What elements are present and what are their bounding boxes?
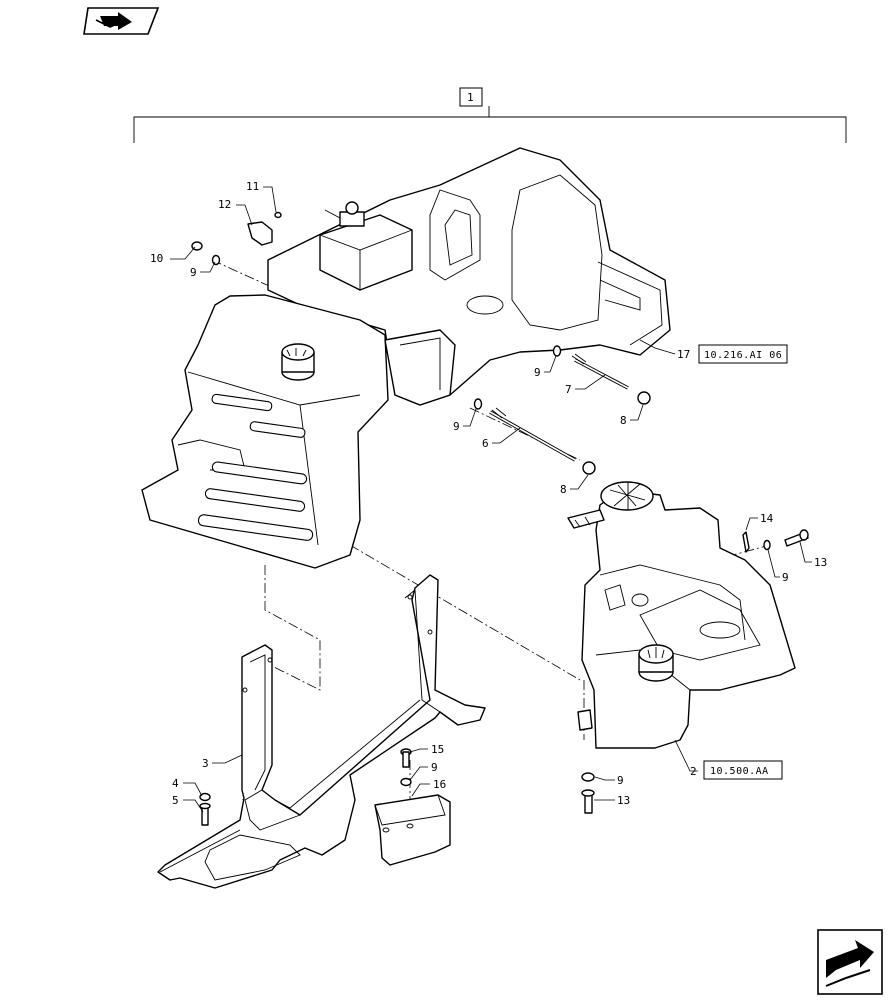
- next-page-arrow-icon[interactable]: [817, 929, 883, 995]
- assembly-number: 1: [467, 91, 474, 104]
- callout-9: 9: [782, 571, 789, 584]
- callout-8: 8: [620, 414, 627, 427]
- callout-14: 14: [760, 512, 774, 525]
- callout-16: 16: [433, 778, 446, 791]
- callout-17: 17: [677, 348, 690, 361]
- callout-6: 6: [482, 437, 489, 450]
- callout-5: 5: [172, 794, 179, 807]
- reference-link-2[interactable]: 10.500.AA: [703, 760, 783, 780]
- callout-8: 8: [560, 483, 567, 496]
- callout-9: 9: [190, 266, 197, 279]
- callout-10: 10: [150, 252, 163, 265]
- secondary-tank: [567, 481, 796, 749]
- top-hardware: [191, 211, 282, 266]
- assembly-bracket: 1: [133, 87, 847, 143]
- callout-2: 2: [690, 765, 697, 778]
- support-frame: [157, 574, 486, 889]
- reference-17-text: 10.216.AI 06: [704, 350, 782, 361]
- callout-labels: 10 11 12 9 17 9 7 8 9 6 8 14 9 13 3 4 5 …: [150, 180, 827, 807]
- leader-lines: [170, 186, 812, 813]
- callout-11: 11: [246, 180, 259, 193]
- callout-9: 9: [534, 366, 541, 379]
- callout-9: 9: [453, 420, 460, 433]
- main-tank: [141, 147, 671, 569]
- right-hardware: [581, 529, 809, 814]
- callout-13: 13: [617, 794, 630, 807]
- callout-9: 9: [431, 761, 438, 774]
- reference-2-text: 10.500.AA: [710, 766, 769, 777]
- callout-4: 4: [172, 777, 179, 790]
- tie-rods: [473, 345, 651, 475]
- callout-12: 12: [218, 198, 231, 211]
- frame-hardware: [199, 748, 412, 826]
- book-arrow-icon[interactable]: [83, 7, 160, 35]
- callout-9: 9: [617, 774, 624, 787]
- callout-15: 15: [431, 743, 444, 756]
- callout-3: 3: [202, 757, 209, 770]
- callout-13: 13: [814, 556, 827, 569]
- callout-7: 7: [565, 383, 572, 396]
- reference-link-17[interactable]: 10.216.AI 06: [698, 344, 788, 364]
